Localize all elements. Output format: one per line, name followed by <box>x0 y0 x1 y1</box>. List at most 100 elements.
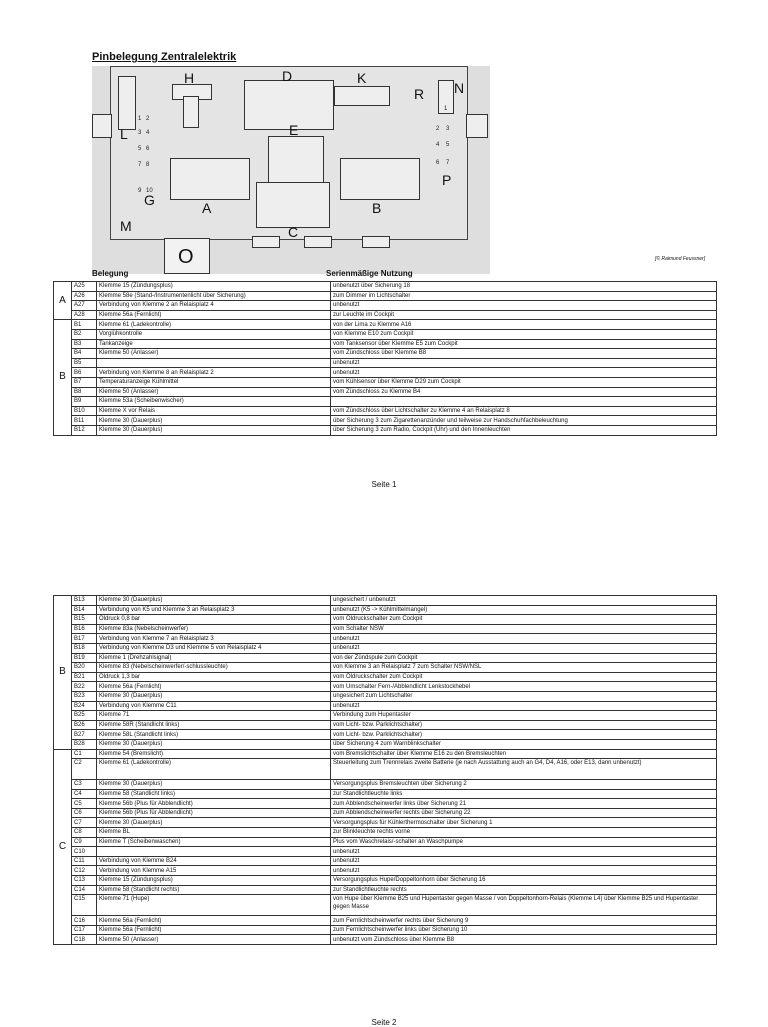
pin-code: B2 <box>71 328 97 340</box>
pin-assignment: Klemme BL <box>96 827 331 838</box>
pin-code: C1 <box>71 748 97 760</box>
label-o: O <box>178 246 194 268</box>
group-letter: B <box>53 319 72 436</box>
pin-usage: unbenutzt <box>330 700 717 712</box>
pin-code: B25 <box>71 710 97 721</box>
pin-l-5: 5 <box>138 146 142 152</box>
pin-usage: über Sicherung 3 zum Radio, Cockpit (Uhr… <box>330 424 717 436</box>
pin-usage: zum Abblendscheinwerfer rechts über Sich… <box>330 807 717 819</box>
pin-l-7: 7 <box>138 162 142 168</box>
pin-usage: von Klemme E10 zum Cockpit <box>330 328 717 340</box>
pin-assignment: Klemme 71 <box>96 710 331 721</box>
pin-usage: vom Kühlsensor über Klemme D29 zum Cockp… <box>330 376 717 388</box>
pin-usage: vom Zündschloss über Lichtschalter zu Kl… <box>330 405 717 417</box>
pin-code: C10 <box>71 846 97 857</box>
pin-code: B3 <box>71 338 97 350</box>
pin-assignment: Klemme 58e (Stand-/Instrumentenlicht übe… <box>96 290 331 302</box>
pin-assignment: Verbindung von K5 und Klemme 3 an Relais… <box>96 604 331 616</box>
pin-code: C11 <box>71 855 97 867</box>
table-row: B5 unbenutzt <box>54 357 717 369</box>
pin-usage: zum Fernlichtscheinwerfer links über Sic… <box>330 924 717 936</box>
pin-assignment: Klemme 15 (Zündungsplus) <box>96 875 331 886</box>
pin-code: B15 <box>71 614 97 625</box>
pin-code: B21 <box>71 671 97 683</box>
pin-usage: unbenutzt <box>330 865 717 877</box>
clip-1 <box>252 236 280 248</box>
pin-assignment: Klemme 58 (Standlicht links) <box>96 788 331 800</box>
pin-usage: von der Lima zu Klemme A16 <box>330 319 717 330</box>
pin-assignment: Klemme 56b (Plus für Abblendlicht) <box>96 807 331 819</box>
label-c: C <box>288 224 299 240</box>
pin-usage: von Klemme 3 an Relaisplatz 7 zum Schalt… <box>330 662 717 673</box>
pin-usage: vom Öldruckschalter zum Cockpit <box>330 614 717 625</box>
pin-assignment: Klemme 30 (Dauerplus) <box>96 415 331 426</box>
pin-code: C18 <box>71 934 97 945</box>
pin-code: B16 <box>71 623 97 635</box>
pin-usage: vom Bremslichtschalter über Klemme E16 z… <box>330 748 717 760</box>
pin-assignment: Verbindung von Klemme C11 <box>96 700 331 712</box>
pin-assignment: Klemme 30 (Dauerplus) <box>96 424 331 436</box>
pin-assignment: Temperaturanzeige Kühlmittel <box>96 376 331 388</box>
pin-relay-1: 1 <box>444 106 448 112</box>
pin-assignment: Klemme X vor Relais <box>96 405 331 417</box>
pin-assignment: Klemme 56a (Fernlicht) <box>96 924 331 936</box>
pin-l-10: 10 <box>146 188 153 194</box>
pin-usage: unbenutzt <box>330 357 717 369</box>
pin-usage: unbenutzt <box>330 300 717 311</box>
pin-usage: unbenutzt vom Zündschloss über Klemme B8 <box>330 934 717 945</box>
pin-assignment: Öldruck 0,8 bar <box>96 614 331 625</box>
pin-code: C16 <box>71 915 97 926</box>
pin-code: B27 <box>71 729 97 740</box>
pin-code: B20 <box>71 662 97 673</box>
pin-code: C6 <box>71 807 97 819</box>
pin-code: B12 <box>71 424 97 436</box>
label-k: K <box>357 70 367 86</box>
pin-assignment: Tankanzeige <box>96 338 331 350</box>
pin-usage <box>330 396 717 407</box>
pin-usage: zum Dimmer im Lichtschalter <box>330 290 717 302</box>
label-e: E <box>289 122 299 138</box>
pin-code: B10 <box>71 405 97 417</box>
pin-r-2: 2 <box>436 126 440 132</box>
pin-l-4: 4 <box>146 130 150 136</box>
pin-assignment: Klemme 1 (Drehzahlsignal) <box>96 652 331 664</box>
connector-l <box>118 76 136 130</box>
pin-assignment: Klemme 30 (Dauerplus) <box>96 738 331 750</box>
pin-assignment: Vorglühkontrolle <box>96 328 331 340</box>
label-p: P <box>442 172 452 188</box>
label-d: D <box>282 68 293 84</box>
connector-d <box>244 80 334 130</box>
pin-assignment: Verbindung von Klemme D3 und Klemme 5 vo… <box>96 642 331 654</box>
pin-code: C14 <box>71 884 97 896</box>
pin-code: C4 <box>71 788 97 800</box>
label-r: R <box>414 86 425 102</box>
pin-usage: vom Zündschloss über Klemme B8 <box>330 348 717 359</box>
pin-code: C9 <box>71 836 97 848</box>
pin-assignment: Klemme 54 (Bremslicht) <box>96 748 331 760</box>
page-label-2: Seite 2 <box>371 1018 397 1027</box>
page-label-1: Seite 1 <box>371 480 397 489</box>
pin-code: C17 <box>71 924 97 936</box>
pin-code: B18 <box>71 642 97 654</box>
pin-code: B5 <box>71 357 97 369</box>
pin-code: C13 <box>71 875 97 886</box>
